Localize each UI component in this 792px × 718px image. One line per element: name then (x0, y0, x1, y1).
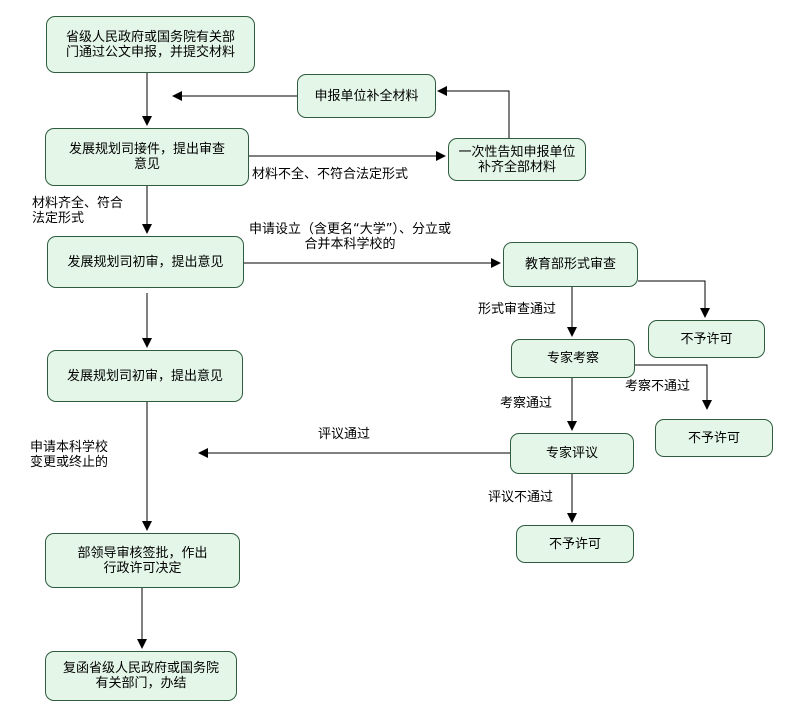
node-deny-3: 不予许可 (516, 525, 634, 563)
label-incomplete: 材料不全、不符合法定形式 (252, 167, 409, 182)
node-expert-inspection: 专家考察 (511, 339, 635, 378)
node-supplement-materials: 申报单位补全材料 (297, 74, 436, 118)
label-apply-change: 申请本科学校 变更或终止的 (30, 440, 109, 470)
label-complete: 材料齐全、符合 法定形式 (32, 196, 124, 226)
label-apply-establish: 申请设立（含更名“大学”）、分立或 合并本科学校的 (249, 222, 451, 252)
arrow-moe-to-deny1 (638, 280, 710, 318)
node-leader-approval: 部领导审核签批，作出 行政许可决定 (45, 533, 240, 588)
node-planning-initial-review: 发展规划司初审，提出意见 (47, 236, 244, 288)
node-deny-1: 不予许可 (648, 320, 765, 358)
arrow-notify-to-supplement (437, 86, 510, 138)
label-review-pass: 评议通过 (318, 427, 371, 442)
node-planning-initial-review-2: 发展规划司初审，提出意见 (47, 350, 243, 402)
label-formal-pass: 形式审查通过 (478, 302, 557, 317)
node-expert-review: 专家评议 (510, 433, 634, 474)
node-provincial-submit: 省级人民政府或国务院有关部 门通过公文申报，并提交材料 (46, 16, 255, 73)
node-notify-once: 一次性告知申报单位 补齐全部材料 (448, 138, 586, 181)
label-review-fail: 评议不通过 (488, 490, 554, 505)
label-inspection-pass: 考察通过 (500, 396, 553, 411)
node-planning-receive: 发展规划司接件，提出审查 意见 (45, 128, 249, 186)
label-inspection-fail: 考察不通过 (625, 379, 691, 394)
node-deny-2: 不予许可 (655, 419, 773, 457)
node-moe-formal-review: 教育部形式审查 (503, 242, 638, 287)
node-reply-close: 复函省级人民政府或国务院 有关部门，办结 (45, 651, 237, 701)
arrow-inspection-to-deny2 (635, 364, 712, 410)
